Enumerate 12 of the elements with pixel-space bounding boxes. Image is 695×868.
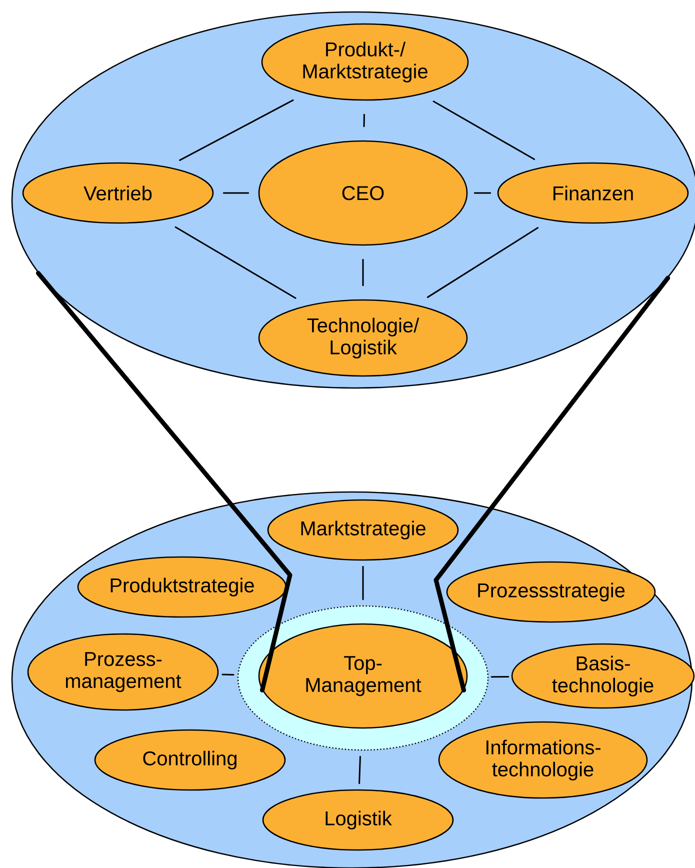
- connector-line: [363, 114, 365, 128]
- connector-line: [358, 756, 361, 784]
- connector-line: [362, 566, 364, 600]
- connector-line: [474, 192, 492, 194]
- connector-line: [222, 674, 234, 676]
- connector-line: [426, 227, 539, 298]
- connector-line: [179, 99, 294, 161]
- connector-line: [490, 676, 510, 678]
- connector-line: [432, 100, 536, 160]
- connector-line: [222, 192, 250, 194]
- connector-line: [174, 226, 296, 299]
- connector-line: [362, 258, 364, 286]
